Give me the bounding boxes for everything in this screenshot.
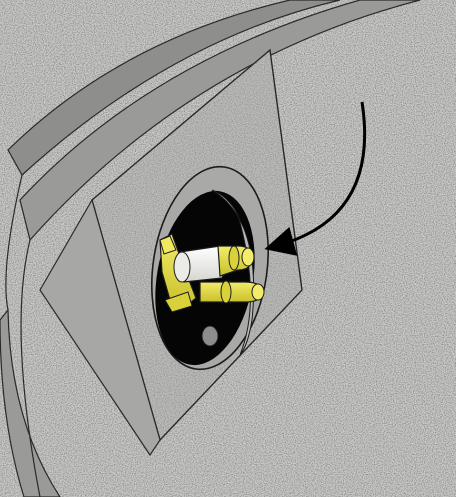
drain-hole <box>202 326 218 346</box>
